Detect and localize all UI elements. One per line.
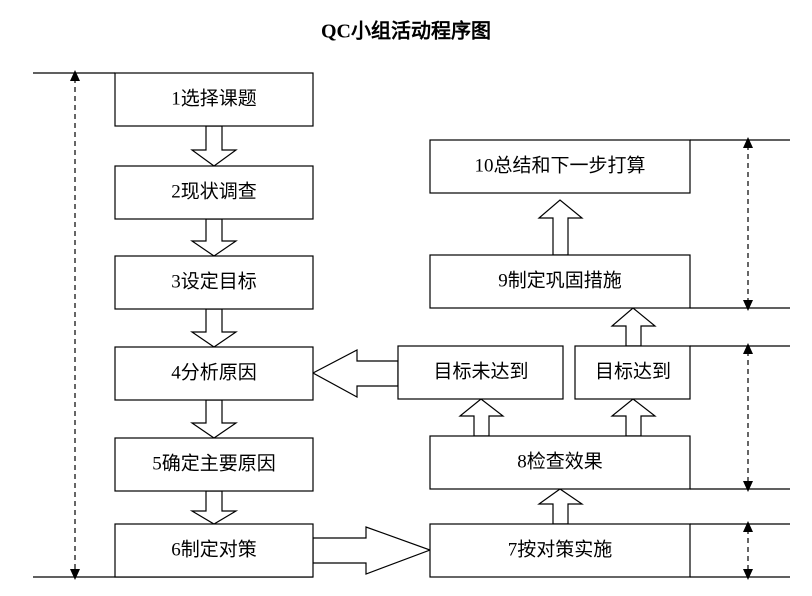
node-goal-reached[interactable]: 目标达到	[574, 345, 691, 400]
node-step6-label: 6制定对策	[171, 538, 257, 560]
node-step7-label: 7按对策实施	[508, 538, 613, 560]
node-step6[interactable]: 6制定对策	[114, 523, 314, 578]
arrow-step9-to-step10	[537, 199, 584, 256]
arrow-goal-not-reached-to-step4	[311, 349, 399, 399]
node-step4[interactable]: 4分析原因	[114, 346, 314, 401]
page-title: QC小组活动程序图	[321, 19, 491, 43]
arrow-step5-to-step6	[189, 490, 239, 525]
arrow-step3-to-step4	[190, 308, 238, 348]
node-step4-label: 4分析原因	[171, 361, 257, 383]
node-step8-label: 8检查效果	[517, 450, 603, 472]
measure-right-1-arrowhead-up	[743, 137, 753, 148]
arrow-step1-to-step2	[190, 125, 238, 167]
node-goal-reached-rect[interactable]	[574, 345, 691, 400]
node-step9[interactable]: 9制定巩固措施	[429, 254, 691, 309]
node-step10[interactable]: 10总结和下一步打算	[429, 139, 691, 194]
measure-left-arrowhead-down	[70, 569, 80, 580]
node-step2-rect[interactable]	[114, 165, 314, 220]
measure-line-right-1	[743, 137, 753, 311]
node-step7-rect[interactable]	[429, 523, 691, 578]
node-goal-not-reached-label: 目标未达到	[433, 360, 528, 382]
node-step3-rect[interactable]	[114, 255, 314, 310]
node-step10-rect[interactable]	[429, 139, 691, 194]
measure-right-3-arrowhead-up	[743, 521, 753, 532]
node-step3[interactable]: 3设定目标	[114, 255, 314, 310]
node-step7[interactable]: 7按对策实施	[429, 523, 691, 578]
measure-line-right-2	[743, 343, 753, 492]
node-step5[interactable]: 5确定主要原因	[114, 437, 314, 492]
node-step3-label: 3设定目标	[171, 270, 257, 292]
node-step1[interactable]: 1选择课题	[114, 72, 314, 127]
node-step1-rect[interactable]	[114, 72, 314, 127]
measure-left-arrowhead-up	[70, 70, 80, 81]
node-step9-rect[interactable]	[429, 254, 691, 309]
node-step2[interactable]: 2现状调查	[114, 165, 314, 220]
node-step1-label: 1选择课题	[171, 87, 257, 109]
node-step4-rect[interactable]	[114, 346, 314, 401]
node-goal-reached-label: 目标达到	[595, 360, 671, 382]
arrow-step8-to-goal-reached	[610, 398, 657, 437]
node-step2-label: 2现状调查	[171, 180, 257, 202]
measure-line-left	[70, 70, 80, 580]
node-step8[interactable]: 8检查效果	[429, 435, 691, 490]
arrow-step8-to-goal-not-reached	[458, 398, 505, 437]
node-step5-label: 5确定主要原因	[152, 452, 276, 474]
measure-right-1-arrowhead-down	[743, 300, 753, 311]
node-step6-rect[interactable]	[114, 523, 314, 578]
node-step8-rect[interactable]	[429, 435, 691, 490]
arrow-step2-to-step3	[190, 218, 238, 257]
node-step10-label: 10总结和下一步打算	[474, 154, 645, 176]
arrow-goal-reached-to-step9	[610, 307, 657, 347]
measure-right-2-arrowhead-down	[743, 481, 753, 492]
arrow-step7-to-step8	[537, 488, 584, 525]
node-goal-not-reached-rect[interactable]	[397, 345, 564, 400]
arrow-step6-to-step7	[312, 526, 432, 575]
measure-line-right-3	[743, 521, 753, 580]
node-step5-rect[interactable]	[114, 437, 314, 492]
node-goal-not-reached[interactable]: 目标未达到	[397, 345, 564, 400]
measure-right-3-arrowhead-down	[743, 569, 753, 580]
measure-right-2-arrowhead-up	[743, 343, 753, 354]
arrow-step4-to-step5	[190, 399, 238, 439]
node-step9-label: 9制定巩固措施	[498, 269, 622, 291]
